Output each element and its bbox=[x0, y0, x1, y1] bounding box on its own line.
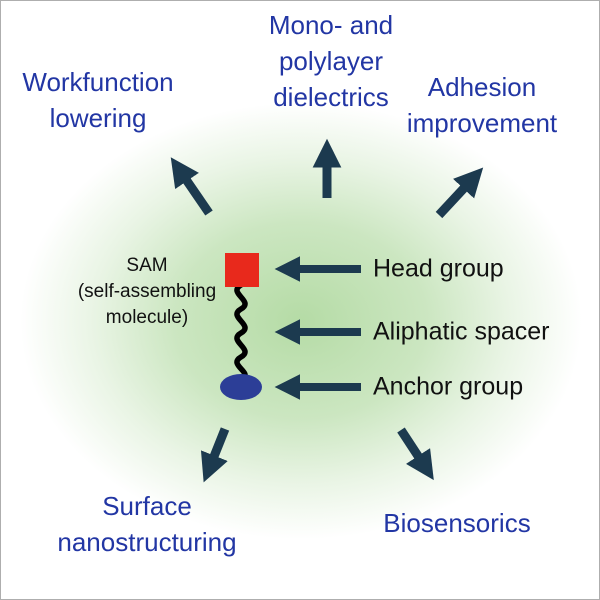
arrow-to-adhesion-improvement bbox=[435, 167, 484, 219]
arrow-to-biosensorics bbox=[397, 427, 434, 481]
label-anchor-group: Anchor group bbox=[373, 372, 524, 401]
label-sam-molecule: SAM (self-assembling molecule) bbox=[77, 255, 217, 328]
arrow-to-workfunction-lowering bbox=[170, 157, 213, 216]
label-biosensorics: Biosensorics bbox=[383, 508, 531, 538]
label-adhesion-improvement: Adhesion improvement bbox=[406, 72, 558, 138]
head-group-square bbox=[225, 253, 259, 287]
label-aliphatic-spacer: Aliphatic spacer bbox=[373, 317, 550, 346]
anchor-group-ellipse bbox=[220, 374, 262, 400]
arrow-to-surface-nanostructuring bbox=[200, 427, 230, 483]
label-head-group: Head group bbox=[373, 254, 504, 283]
aliphatic-spacer-squiggle bbox=[234, 282, 248, 382]
sam-molecule bbox=[220, 253, 262, 400]
label-mono-polylayer-dielectrics: Mono- and polylayer dielectrics bbox=[268, 10, 394, 112]
label-surface-nanostructuring: Surface nanostructuring bbox=[57, 491, 237, 557]
label-workfunction-lowering: Workfunction lowering bbox=[22, 67, 174, 133]
